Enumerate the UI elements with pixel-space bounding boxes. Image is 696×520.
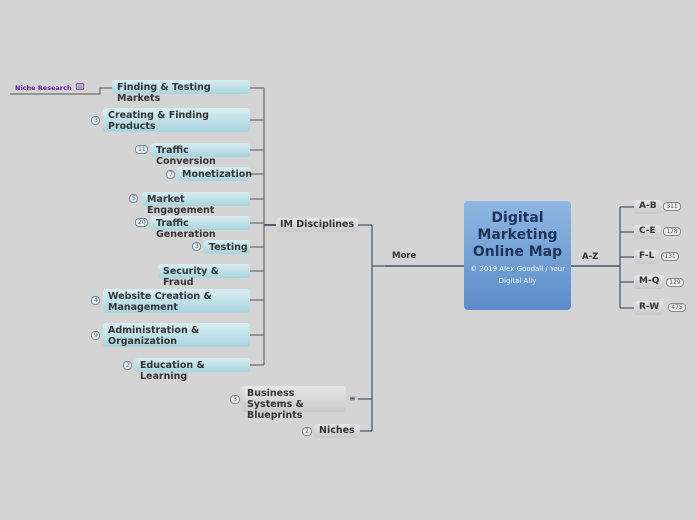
topic-finding-testing-markets[interactable]: Finding & Testing Markets: [112, 80, 250, 104]
count-administration: 9: [91, 331, 100, 340]
central-title: Digital Marketing Online Map: [472, 210, 563, 260]
count-testing: 3: [192, 242, 201, 251]
note-icon[interactable]: ▤: [76, 83, 84, 90]
central-topic[interactable]: Digital Marketing Online Map © 2019 Alex…: [464, 201, 571, 310]
az-count-ce: 178: [663, 227, 681, 236]
count-market-engagement: 5: [129, 194, 138, 203]
topic-monetization[interactable]: Monetization: [177, 167, 252, 181]
connector-niche: [10, 87, 112, 95]
topic-testing[interactable]: Testing: [204, 240, 250, 254]
connector-im-spokes: [250, 87, 264, 366]
az-count-rw: 475: [668, 303, 686, 312]
count-traffic-conversion: 11: [135, 145, 148, 154]
niche-research-label[interactable]: Niche Research: [15, 84, 72, 92]
count-education: 2: [123, 361, 132, 370]
az-count-ab: 311: [663, 202, 681, 211]
count-website-creation: 4: [91, 296, 100, 305]
az-count-fl: 131: [661, 252, 679, 261]
topic-administration-organization[interactable]: Administration & Organization: [103, 323, 250, 347]
az-topic-ce[interactable]: C-E: [634, 225, 661, 239]
topic-market-engagement[interactable]: Market Engagement: [142, 192, 250, 216]
az-topic-mq[interactable]: M-Q: [634, 275, 665, 289]
topic-education-learning[interactable]: Education & Learning: [135, 358, 250, 382]
count-creating-products: 3: [91, 116, 100, 125]
niches-count: 2: [302, 427, 312, 436]
topic-traffic-generation[interactable]: Traffic Generation: [151, 216, 250, 240]
topic-security-fraud[interactable]: Security & Fraud: [158, 264, 250, 288]
connector-more-trunk: [358, 224, 385, 432]
az-topic-rw[interactable]: R-W: [634, 301, 665, 315]
topic-creating-finding-products[interactable]: Creating & Finding Products: [103, 108, 250, 132]
az-count-mq: 129: [666, 278, 684, 287]
count-monetization: 7: [166, 170, 175, 179]
menu-icon[interactable]: ≡: [349, 394, 356, 403]
connector-az-trunk: [619, 206, 634, 309]
central-subtitle: © 2019 Alex Goodall / Your Digital Ally: [470, 265, 565, 285]
az-branch[interactable]: A-Z: [582, 252, 599, 262]
niches-topic[interactable]: Niches: [314, 424, 360, 438]
topic-traffic-conversion[interactable]: Traffic Conversion: [151, 143, 250, 167]
az-topic-fl[interactable]: F-L: [634, 250, 660, 264]
business-systems-topic[interactable]: Business Systems & Blueprints: [242, 386, 346, 421]
more-branch[interactable]: More: [392, 251, 417, 261]
business-systems-count: 3: [230, 395, 240, 404]
im-disciplines-topic[interactable]: IM Disciplines: [276, 218, 359, 232]
az-topic-ab[interactable]: A-B: [634, 200, 662, 214]
count-traffic-generation: 20: [135, 218, 148, 227]
topic-website-creation-management[interactable]: Website Creation & Management: [103, 289, 250, 313]
